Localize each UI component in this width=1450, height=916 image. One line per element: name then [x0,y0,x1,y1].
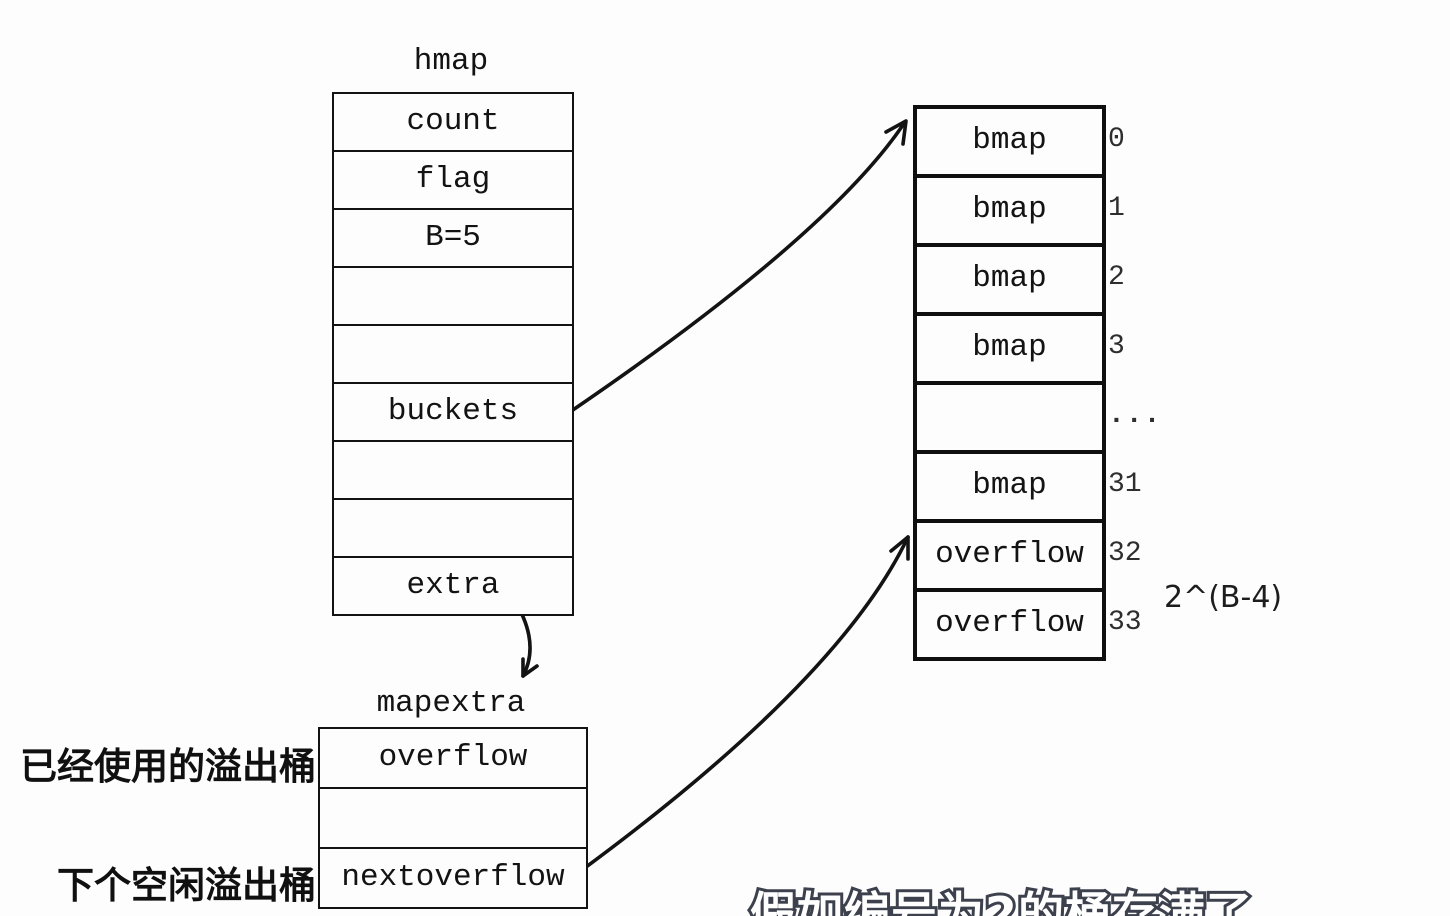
used-overflow-annotation: 已经使用的溢出桶 [20,744,316,788]
mapextra-title: mapextra [376,686,526,721]
bucket-index-2: 2 [1108,262,1125,293]
nextoverflow-to-overflow-arrow [580,535,910,872]
hmap-field-empty-6 [334,442,572,500]
bucket-cell-bmap-3: bmap [917,316,1102,385]
hmap-field-empty-4 [334,326,572,384]
video-caption: 假如编号为2的桶存满了 [747,887,1255,916]
next-free-overflow-annotation: 下个空闲溢出桶 [57,863,316,907]
hmap-field-empty-3 [334,268,572,326]
bucket-cell-overflow-6: overflow [917,523,1102,592]
bucket-index-0: 0 [1108,124,1125,155]
hmap-field-empty-7 [334,500,572,558]
bmap-index-column: 0 1 2 3... 31 32 33 [1108,105,1188,657]
bucket-index-1: 1 [1108,193,1125,224]
hmap-field-count: count [334,94,572,152]
bucket-index-5: 31 [1108,469,1142,500]
bucket-cell-overflow-7: overflow [935,606,1084,641]
mapextra-field-empty-1 [320,789,586,849]
bucket-index-4: ... [1108,400,1162,431]
mapextra-field-overflow: overflow [320,729,586,789]
bucket-index-7: 33 [1108,607,1142,638]
bucket-cell-bmap-1: bmap [917,178,1102,247]
bucket-cell-bmap-2: bmap [917,247,1102,316]
buckets-to-bmap-arrow [565,119,908,416]
hmap-field-extra: extra [406,568,500,603]
hmap-field-buckets: buckets [334,384,572,442]
bucket-cell-bmap-0: bmap [917,109,1102,178]
bucket-cell-empty-4 [917,385,1102,454]
hmap-field-flag: flag [334,152,572,210]
bucket-index-3: 3 [1108,331,1125,362]
bucket-cell-bmap-5: bmap [917,454,1102,523]
mapextra-table: overflow nextoverflow [318,727,588,909]
hmap-field-B=5: B=5 [334,210,572,268]
bucket-count-note: 2^(B-4) [1164,580,1283,615]
hmap-title: hmap [413,44,489,79]
bucket-index-6: 32 [1108,538,1142,569]
mapextra-field-nextoverflow: nextoverflow [341,860,565,895]
